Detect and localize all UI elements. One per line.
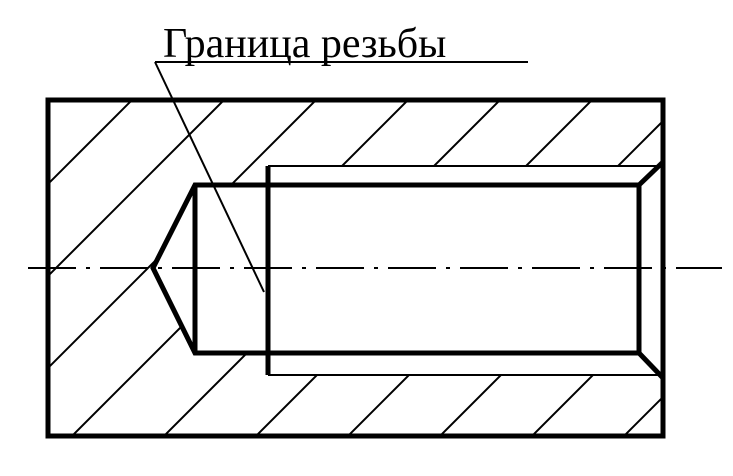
hatch-line: [48, 100, 325, 436]
hatch-line: [303, 100, 663, 436]
part-outline: [45, 97, 666, 439]
chamfer-top-line: [637, 160, 665, 187]
hatch-line: [48, 100, 141, 436]
hatch-line: [579, 100, 663, 436]
hatch-line: [211, 100, 663, 436]
hatch-line: [487, 100, 663, 436]
hatch-line: [119, 100, 601, 436]
leader-line: [154, 61, 265, 293]
chamfer-bottom-line: [637, 351, 665, 380]
hatch-line: [48, 100, 417, 436]
drilled-hole-contour: [150, 182, 639, 356]
callout-label: Граница резьбы: [163, 21, 446, 67]
